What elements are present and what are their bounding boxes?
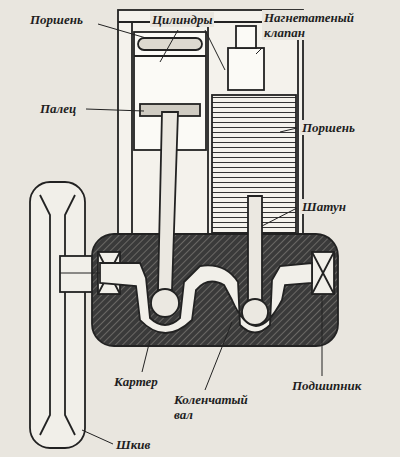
- crankcase: [92, 234, 338, 346]
- part-label: Цилиндры: [150, 12, 214, 27]
- part-label: Подшипник: [290, 378, 363, 393]
- discharge-valve: [228, 48, 264, 90]
- part-label: Шкив: [114, 437, 152, 452]
- bearing-right: [312, 252, 334, 294]
- crankshaft: [100, 263, 312, 333]
- part-label: Коленчатый вал: [172, 392, 262, 422]
- part-label: Поршень: [28, 12, 85, 27]
- part-label: Поршень: [300, 120, 357, 135]
- leader-lines: [82, 24, 322, 444]
- part-label: Нагнетатеный клапан: [262, 10, 362, 40]
- part-label: Палец: [38, 101, 78, 116]
- part-label: Шатун: [300, 199, 348, 214]
- cylinder-block: [118, 10, 303, 238]
- part-label: Картер: [112, 374, 160, 389]
- connecting-rod-right: [248, 196, 262, 302]
- connecting-rod-left: [158, 112, 178, 290]
- pulley: [30, 182, 85, 448]
- pulley-groove: [40, 195, 75, 435]
